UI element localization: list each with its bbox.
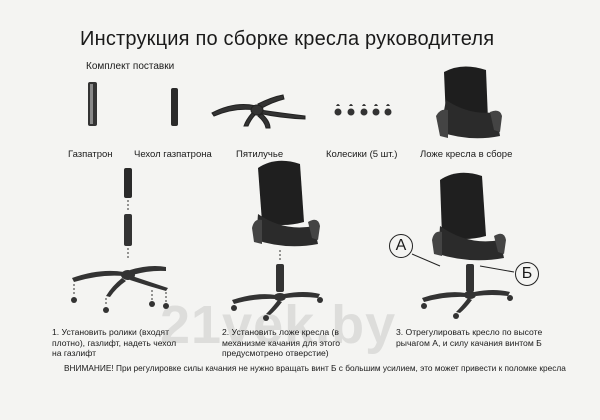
- step3-illustration: [411, 172, 515, 319]
- step1-illustration: [71, 168, 169, 313]
- part-label-gas-lift: Газпатрон: [68, 149, 113, 160]
- marker-b: Б: [515, 262, 539, 286]
- step-1-text: 1. Установить ролики (входят плотно), га…: [52, 327, 177, 358]
- casters-illustration: [334, 104, 392, 116]
- gas-lift-cover-illustration: [171, 88, 178, 126]
- step-2-text: 2. Установить ложе кресла (в механизме к…: [222, 327, 341, 358]
- star-base-illustration: [211, 94, 306, 129]
- step-3-text: 3. Отрегулировать кресло по высоте рычаг…: [396, 327, 543, 348]
- kit-heading: Комплект поставки: [86, 61, 175, 72]
- part-label-seat: Ложе кресла в сборе: [420, 149, 513, 160]
- part-label-gas-lift-cover: Чехол газпатрона: [134, 149, 212, 160]
- page-title: Инструкция по сборке кресла руководителя: [80, 28, 495, 50]
- warning-note: ВНИМАНИЕ! При регулировке силы качания н…: [64, 363, 566, 373]
- seat-assembly-illustration: [436, 66, 502, 139]
- marker-a: А: [389, 234, 413, 258]
- step2-illustration: [231, 160, 323, 321]
- part-label-star-base: Пятилучье: [236, 149, 284, 160]
- part-label-casters: Колесики (5 шт.): [326, 149, 398, 160]
- gas-lift-illustration: [88, 82, 97, 126]
